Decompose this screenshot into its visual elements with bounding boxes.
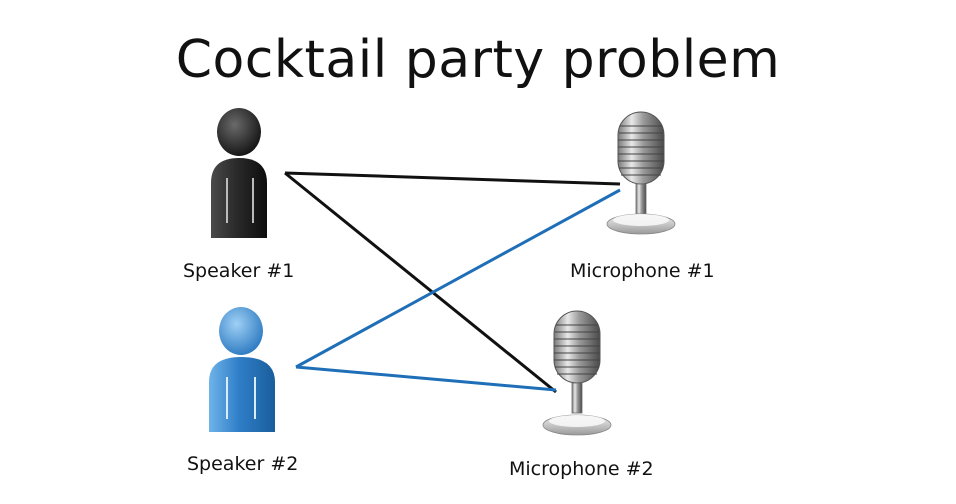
connection-speaker2-mic1 bbox=[295, 188, 621, 369]
speaker-1-label: Speaker #1 bbox=[183, 260, 295, 282]
person-icon bbox=[211, 108, 267, 238]
connection-speaker1-mic2 bbox=[284, 171, 557, 394]
person-icon bbox=[209, 307, 275, 432]
microphone-icon bbox=[542, 310, 612, 436]
microphone-2-label: Microphone #2 bbox=[509, 458, 654, 480]
connection-speaker1-mic1 bbox=[284, 171, 621, 186]
microphone-icon bbox=[606, 111, 676, 235]
page-title: Cocktail party problem bbox=[175, 30, 781, 90]
speaker-2-label: Speaker #2 bbox=[187, 453, 299, 475]
connection-speaker2-mic2 bbox=[295, 365, 557, 392]
connections bbox=[284, 171, 621, 394]
microphone-1-label: Microphone #1 bbox=[570, 260, 715, 282]
